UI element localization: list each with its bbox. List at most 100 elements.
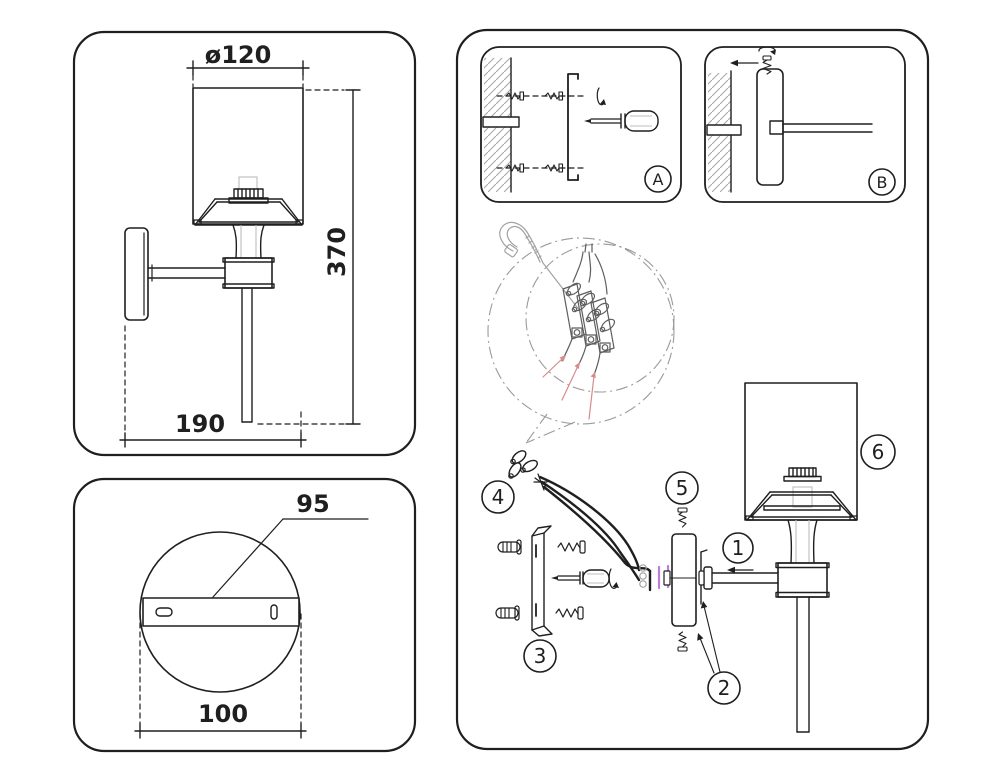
lamp-assembly-exploded: 6 bbox=[698, 382, 896, 733]
wall-anchor-icon bbox=[495, 605, 520, 621]
lamp-wire bbox=[542, 485, 652, 573]
screwdriver-icon bbox=[551, 569, 610, 588]
socket-base-bar bbox=[763, 505, 841, 511]
wire-indicator-arrows bbox=[542, 355, 596, 420]
step-3-badge bbox=[523, 639, 557, 673]
drop-rod bbox=[796, 596, 810, 733]
dimension-bracket-length: 95 bbox=[296, 490, 329, 518]
mounting-bracket-icon bbox=[531, 525, 553, 637]
dimension-wall-projection: 190 bbox=[175, 410, 225, 438]
mounting-bracket-front bbox=[142, 597, 300, 627]
step-1-slide: 1 bbox=[722, 532, 754, 574]
wall-lamp-side-view bbox=[124, 87, 304, 423]
retaining-ring bbox=[783, 467, 822, 482]
backplate-panel: 95 100 bbox=[72, 477, 417, 753]
step-4-wires: 4 bbox=[481, 450, 670, 592]
terminal-block bbox=[561, 243, 616, 376]
wire-connector-icon bbox=[508, 450, 538, 479]
direction-arrow-icon bbox=[730, 59, 759, 67]
bracket-slot-right bbox=[270, 604, 278, 620]
screw-icon bbox=[505, 91, 525, 101]
lamp-neck bbox=[787, 519, 818, 564]
inset-b: B bbox=[704, 46, 906, 203]
bracket-slot-left bbox=[155, 607, 173, 617]
diffuser-trapezoid bbox=[745, 491, 858, 521]
lamp-backplate bbox=[671, 533, 697, 627]
direction-arrow-icon bbox=[727, 566, 754, 574]
installation-panel: A B bbox=[455, 28, 930, 751]
step-6-label: 6 bbox=[872, 440, 885, 464]
bubble-tail bbox=[525, 413, 548, 444]
step-4-label: 4 bbox=[492, 485, 505, 509]
screw-icon bbox=[555, 606, 584, 620]
bubble-inner bbox=[525, 243, 675, 393]
step-5-label: 5 bbox=[676, 476, 689, 500]
drop-rod bbox=[241, 287, 253, 423]
screw-icon bbox=[557, 540, 586, 554]
inset-a-label: A bbox=[653, 170, 664, 189]
step-1-label: 1 bbox=[732, 536, 745, 560]
glass-shade-outline bbox=[192, 87, 304, 225]
screw-icon bbox=[762, 55, 772, 75]
leader-arrows bbox=[697, 601, 721, 674]
lamp-neck bbox=[232, 224, 265, 259]
wire-connector-icon bbox=[565, 282, 616, 333]
step-1-badge bbox=[722, 532, 754, 564]
dimension-line-height bbox=[257, 89, 361, 425]
inset-b-badge bbox=[868, 168, 896, 196]
wall-arm bbox=[147, 264, 226, 282]
bubble-outer bbox=[487, 237, 675, 425]
wall-anchor-icon bbox=[497, 539, 522, 555]
dimension-line-plate bbox=[134, 613, 307, 739]
retaining-ring bbox=[228, 188, 269, 204]
diffuser-trapezoid bbox=[193, 198, 304, 226]
screw-icon bbox=[544, 91, 564, 101]
backplate-circle bbox=[139, 531, 301, 693]
wire-end-connector bbox=[639, 564, 647, 588]
lamp-wire bbox=[538, 475, 641, 572]
dimension-overall-height: 370 bbox=[323, 227, 351, 277]
wall-arm bbox=[698, 566, 779, 590]
inset-b-label: B bbox=[877, 173, 888, 192]
rotation-arrow-icon bbox=[608, 568, 619, 589]
rotation-arrow-icon bbox=[596, 87, 606, 106]
inset-a-badge bbox=[644, 165, 672, 193]
cable-tie-icon bbox=[499, 221, 581, 312]
screwdriver-icon bbox=[584, 110, 659, 132]
step-3-hardware: 3 bbox=[495, 525, 619, 673]
step-4-badge bbox=[481, 480, 515, 514]
step-5-badge bbox=[665, 471, 699, 505]
stud-nut bbox=[663, 570, 671, 586]
dimension-line-diameter bbox=[186, 60, 310, 88]
step-3-label: 3 bbox=[534, 644, 547, 668]
arm-hub bbox=[775, 562, 830, 598]
bubble-tail bbox=[525, 421, 576, 444]
inset-a: A bbox=[480, 46, 682, 203]
step-5-backplate: 5 bbox=[663, 471, 708, 652]
wiring-detail-bubble bbox=[487, 221, 675, 444]
arm-joint bbox=[769, 120, 784, 135]
screw-icon bbox=[677, 631, 688, 652]
inset-a-border bbox=[480, 46, 682, 203]
wall-ledge bbox=[706, 124, 742, 136]
side-view-panel: ø120 370 190 bbox=[72, 30, 417, 457]
installation-panel-border bbox=[455, 28, 930, 751]
screw-icon bbox=[505, 163, 525, 173]
leader-line-95 bbox=[212, 518, 369, 598]
arm-hub bbox=[222, 257, 275, 289]
side-view-panel-border bbox=[72, 30, 417, 457]
mounting-bracket-icon bbox=[567, 73, 579, 181]
step-6-badge bbox=[860, 434, 896, 470]
step-2-badge bbox=[707, 671, 741, 705]
screw-icon bbox=[677, 507, 688, 528]
dimension-line-projection bbox=[119, 325, 307, 448]
dimension-shade-diameter: ø120 bbox=[205, 41, 272, 69]
screw-icon bbox=[544, 163, 564, 173]
lamp-wire bbox=[540, 480, 641, 582]
rotation-arrow-icon bbox=[758, 46, 776, 55]
step-2-fasten: 2 bbox=[697, 601, 741, 705]
socket-through-glass bbox=[792, 486, 813, 508]
wall-plate bbox=[124, 227, 149, 321]
